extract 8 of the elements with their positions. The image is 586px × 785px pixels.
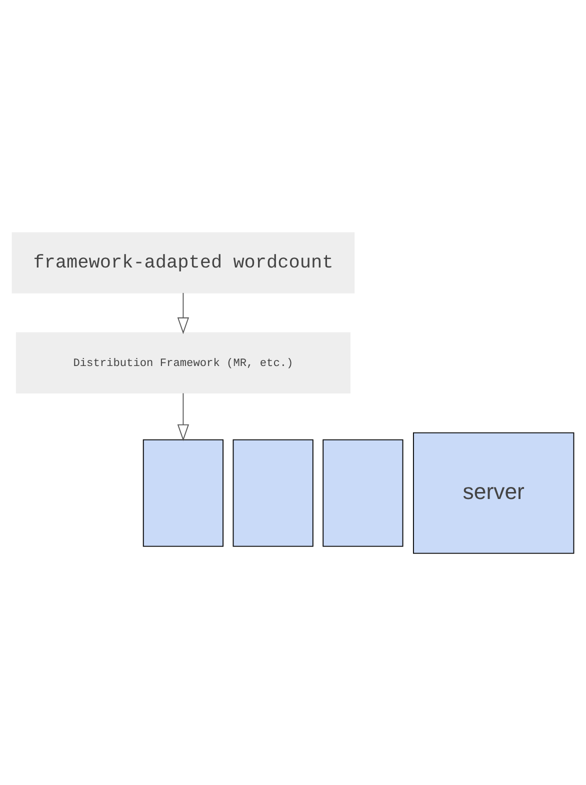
node-box <box>322 438 404 546</box>
node-box: Distribution Framework (MR, etc.) <box>16 332 350 393</box>
node-box <box>232 438 314 546</box>
node-box: server <box>412 432 574 554</box>
node-box: framework-adapted wordcount <box>12 232 355 293</box>
node-box <box>142 438 224 546</box>
arrow <box>177 292 190 334</box>
arrow <box>177 392 190 441</box>
